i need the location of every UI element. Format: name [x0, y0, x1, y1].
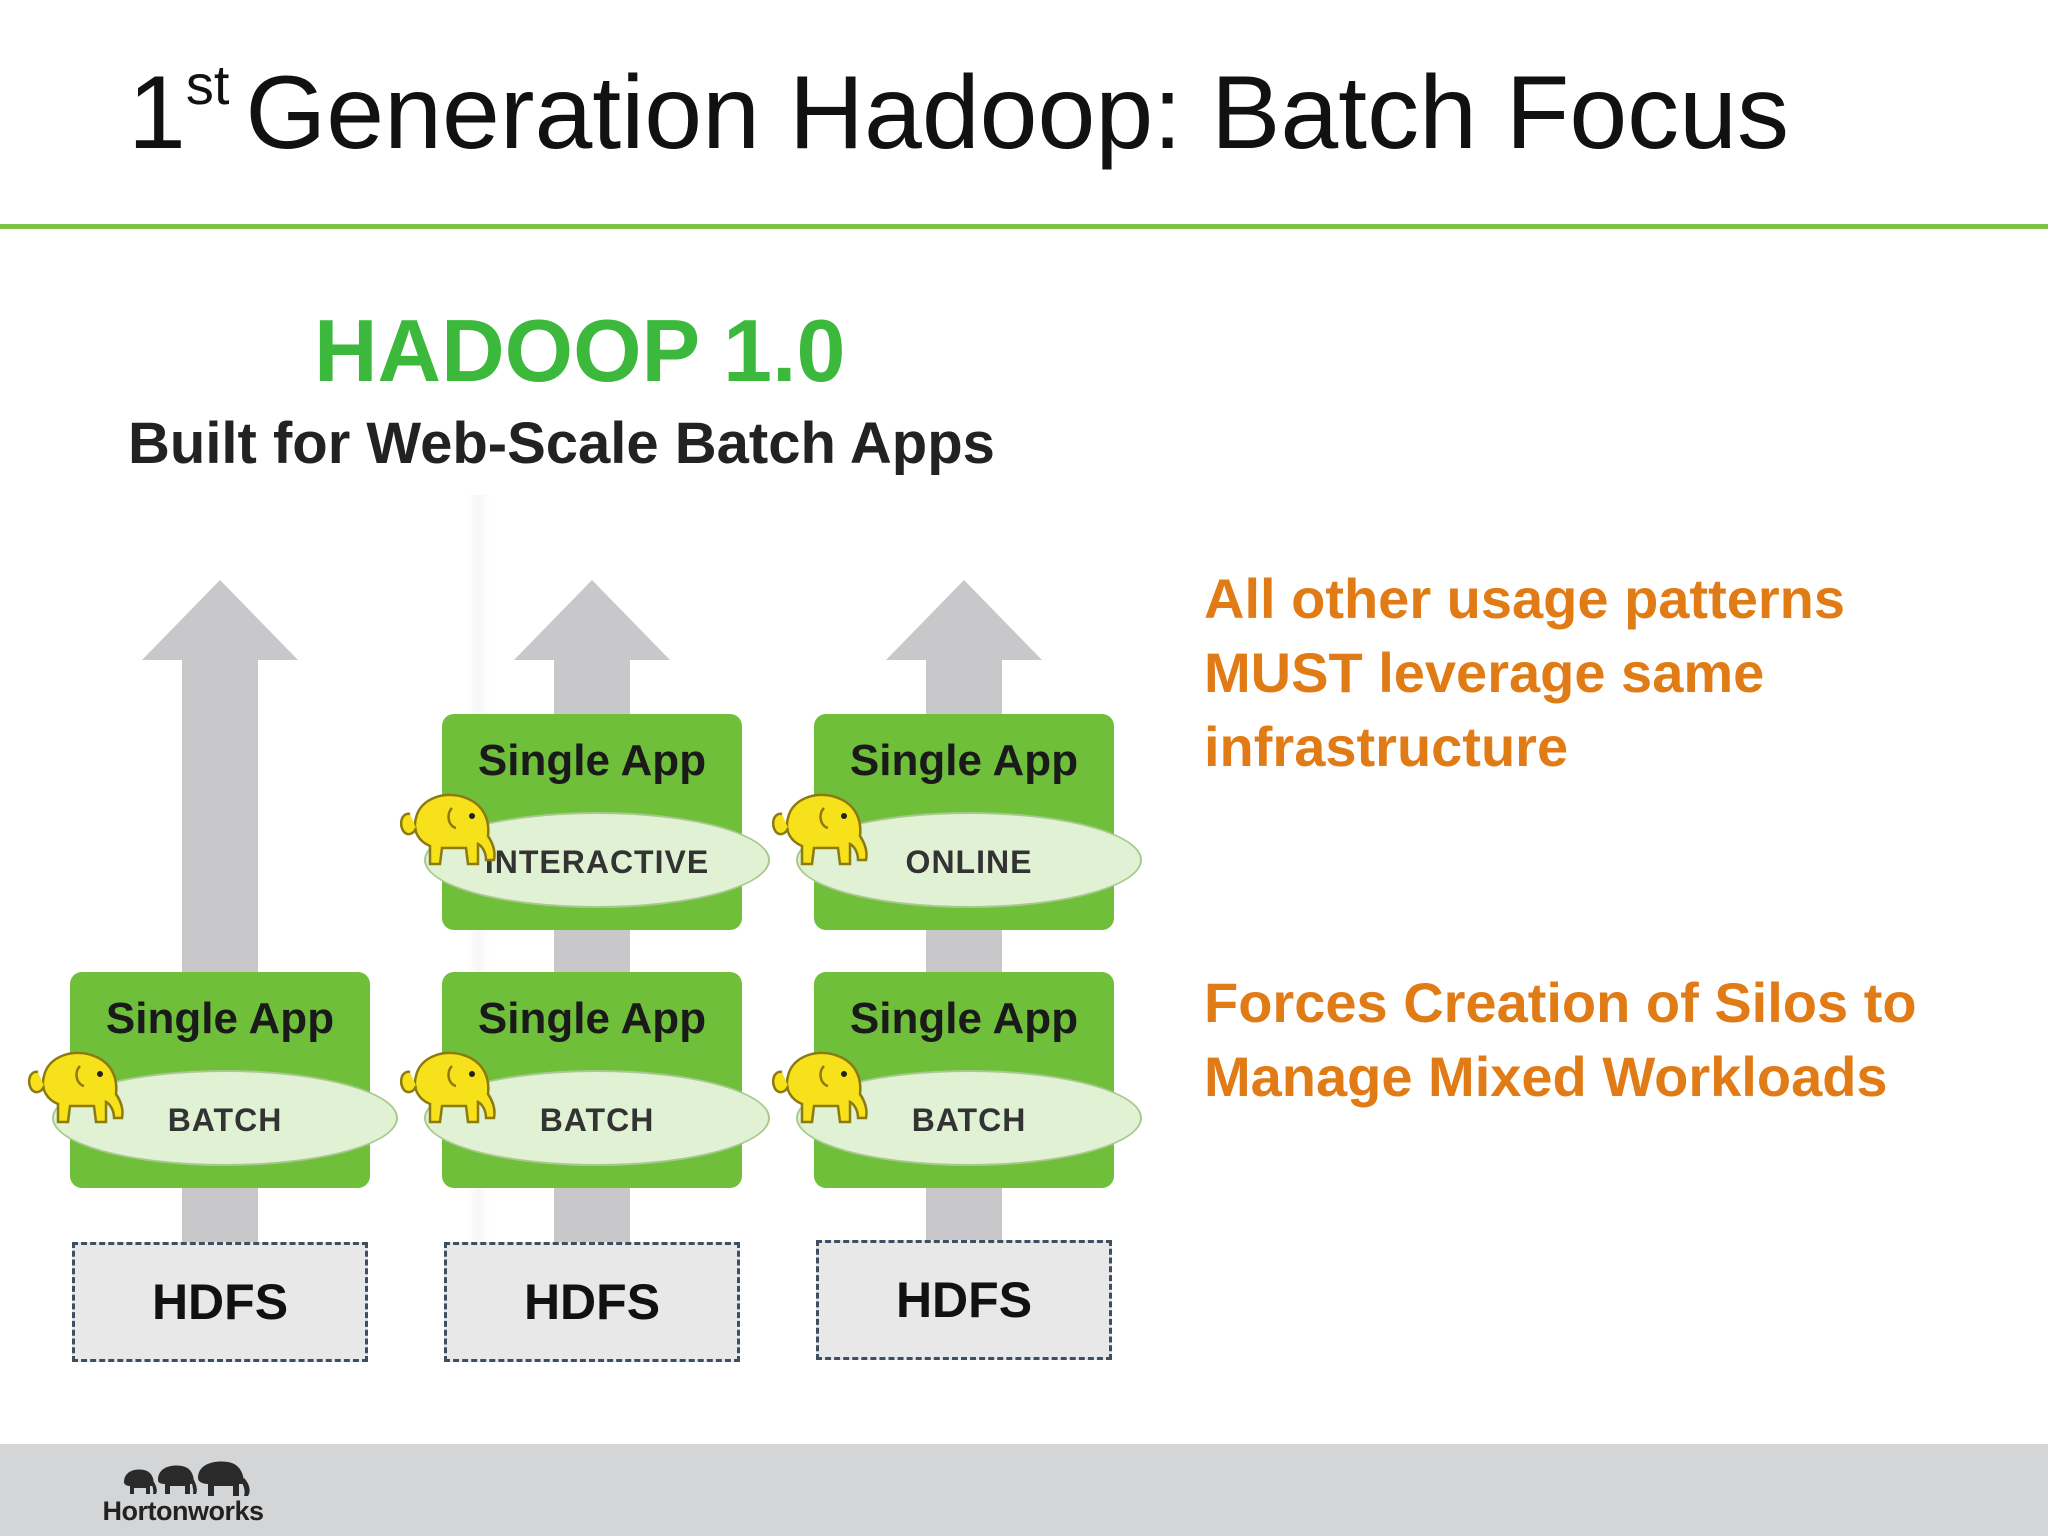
title-divider	[0, 224, 2048, 229]
hadoop-elephant-icon	[27, 1051, 124, 1124]
app-type-label: INTERACTIVE	[484, 844, 710, 880]
title-ordinal-suffix: st	[185, 53, 230, 116]
note-line: infrastructure	[1204, 715, 1569, 778]
up-arrow-icon	[142, 580, 298, 1270]
app-box: Single App BATCH	[399, 972, 770, 1188]
hdfs-storage-box: HDFS	[816, 1240, 1112, 1360]
hadoop-subheading: Built for Web-Scale Batch Apps	[128, 411, 995, 476]
hortonworks-logo: Hortonworks	[98, 1456, 268, 1530]
app-box: Single App BATCH	[771, 972, 1142, 1188]
hdfs-storage-box: HDFS	[444, 1242, 740, 1362]
hdfs-label: HDFS	[523, 1274, 661, 1330]
title-text: Generation Hadoop: Batch Focus	[245, 55, 1790, 171]
hadoop-elephant-icon	[399, 793, 496, 866]
hadoop-heading: HADOOP 1.0	[314, 301, 846, 400]
footer-bar: Hortonworks	[0, 1444, 2048, 1536]
title-number: 1	[128, 55, 186, 171]
hadoop-elephant-icon	[399, 1051, 496, 1124]
note-line: All other usage patterns	[1204, 567, 1846, 630]
note-line: Forces Creation of Silos to	[1204, 971, 1917, 1034]
hdfs-label: HDFS	[895, 1272, 1033, 1328]
app-label: Single App	[477, 994, 707, 1043]
logo-text: Hortonworks	[102, 1496, 264, 1526]
app-label: Single App	[105, 994, 335, 1043]
app-type-label: BATCH	[539, 1102, 655, 1138]
app-label: Single App	[477, 736, 707, 785]
app-label: Single App	[849, 736, 1079, 785]
hadoop-elephant-icon	[771, 793, 868, 866]
hdfs-label: HDFS	[151, 1274, 289, 1330]
hdfs-storage-box: HDFS	[72, 1242, 368, 1362]
app-type-label: ONLINE	[905, 844, 1033, 880]
note-silos: Forces Creation of Silos to Manage Mixed…	[1204, 966, 1917, 1114]
note-line: MUST leverage same	[1204, 641, 1765, 704]
note-line: Manage Mixed Workloads	[1204, 1045, 1888, 1108]
app-type-pill: BATCH	[52, 1070, 398, 1166]
app-type-label: BATCH	[911, 1102, 1027, 1138]
app-box: Single App INTERACTIVE	[399, 714, 770, 930]
hadoop-elephant-icon	[771, 1051, 868, 1124]
app-box: Single App ONLINE	[771, 714, 1142, 930]
elephant-herd-icon	[124, 1461, 250, 1496]
app-label: Single App	[849, 994, 1079, 1043]
app-type-pill: ONLINE	[796, 812, 1142, 908]
app-box: Single App BATCH	[27, 972, 398, 1188]
app-type-label: BATCH	[167, 1102, 283, 1138]
note-usage-patterns: All other usage patterns MUST leverage s…	[1204, 562, 1845, 784]
